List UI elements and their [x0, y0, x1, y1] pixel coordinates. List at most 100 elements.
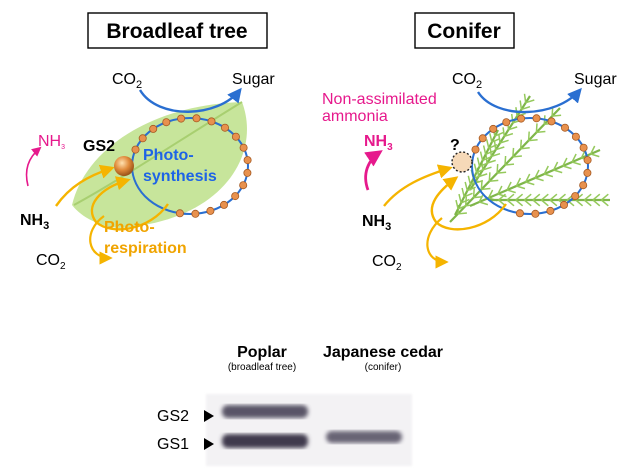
needle — [536, 130, 546, 134]
needle — [499, 139, 509, 144]
needle — [540, 193, 549, 201]
cycle-node — [239, 143, 248, 152]
needle — [489, 179, 499, 183]
needle — [504, 163, 515, 166]
nh3-to-gs2-arrow — [55, 164, 115, 207]
leaf-shape — [72, 102, 247, 228]
cycle-node — [149, 124, 158, 133]
needle — [458, 193, 462, 204]
needle — [473, 163, 478, 173]
missing-gs2-icon — [451, 151, 473, 173]
needle — [479, 151, 484, 161]
needle — [504, 132, 514, 138]
gs2-label: GS2 — [83, 138, 115, 155]
needle — [512, 147, 515, 157]
needle — [497, 185, 503, 195]
nh3-label: NH3 — [20, 212, 49, 232]
lane-cedar-title: Japanese cedar — [323, 344, 443, 361]
conifer-co2-arrow — [426, 217, 449, 269]
cycle-node — [138, 134, 147, 143]
needle — [479, 201, 489, 206]
needle — [515, 193, 524, 201]
conifer-nh3-release-arrow — [364, 150, 383, 191]
cycle-nodes — [131, 114, 252, 218]
conifer-photorespiration-loop — [430, 176, 507, 231]
needle — [562, 157, 568, 167]
needle — [460, 198, 470, 204]
needle — [457, 212, 467, 215]
needle — [457, 204, 467, 210]
needle — [590, 145, 596, 155]
photorespiration-co2-arrow — [89, 215, 113, 265]
nh3-small-label: NH3 — [38, 133, 65, 151]
needle — [488, 172, 491, 182]
conifer-co2-bottom-label: CO2 — [372, 253, 402, 273]
needle — [510, 113, 514, 124]
needle — [558, 193, 566, 201]
needle — [535, 123, 538, 133]
cycle-node — [206, 206, 215, 215]
needle — [552, 161, 559, 171]
needle — [549, 193, 558, 201]
cycle-node — [220, 123, 229, 132]
needle — [532, 193, 541, 201]
needle — [515, 177, 522, 187]
cycle-node — [243, 168, 252, 177]
needle — [590, 153, 600, 158]
blot-background — [206, 394, 412, 466]
cycle-node — [571, 192, 580, 201]
needle — [491, 152, 501, 158]
needle — [495, 146, 505, 151]
question-mark: ? — [450, 137, 460, 154]
broadleaf-title: Broadleaf tree — [106, 20, 247, 43]
needle — [508, 126, 518, 131]
needle — [504, 155, 507, 166]
photorespiration-label-2: respiration — [104, 240, 187, 257]
needle — [496, 164, 499, 174]
needle — [497, 171, 507, 174]
gs1-arrowhead-icon — [204, 438, 214, 450]
needle — [476, 157, 481, 167]
needle — [463, 192, 473, 198]
needle — [489, 133, 493, 143]
cycle-node — [219, 200, 228, 209]
conifer-nh3-label: NH3 — [362, 213, 391, 233]
photorespiration-label-1: Photo- — [104, 219, 155, 236]
cycle-node — [471, 145, 480, 154]
broadleaf-panel: Broadleaf tree CO2 Sugar GS2 Photo- synt… — [20, 12, 275, 272]
needle — [467, 175, 472, 185]
needle — [506, 181, 512, 191]
needle — [497, 193, 507, 198]
needle — [532, 199, 541, 207]
cycle-node — [561, 123, 570, 132]
cycle-node — [579, 181, 588, 190]
needle — [549, 199, 558, 207]
cycle-node — [175, 209, 184, 218]
cycle-node — [571, 132, 580, 141]
nh3-release-arrow — [25, 146, 42, 187]
needle — [485, 150, 495, 155]
needle — [521, 105, 531, 111]
needle — [488, 144, 498, 149]
needle — [461, 187, 465, 197]
broadleaf-title-box — [87, 12, 268, 49]
cycle-node — [583, 156, 592, 165]
needle — [575, 199, 584, 207]
conifer-calvin-cycle-ring — [471, 117, 589, 215]
cycle-node — [192, 114, 201, 123]
needle — [506, 199, 515, 207]
needle — [515, 199, 524, 207]
non-assimilated-label-1: Non-assimilated — [322, 91, 437, 108]
band-cedar-gs1 — [326, 431, 402, 443]
sugar-label: Sugar — [232, 71, 275, 88]
cycle-node — [583, 168, 592, 177]
cycle-node — [515, 209, 524, 218]
cycle-node — [191, 209, 200, 218]
needle — [592, 193, 601, 201]
needle — [482, 156, 492, 162]
needle — [506, 189, 516, 194]
needle — [600, 199, 609, 207]
cycle-node — [131, 145, 140, 154]
needle — [464, 181, 469, 191]
